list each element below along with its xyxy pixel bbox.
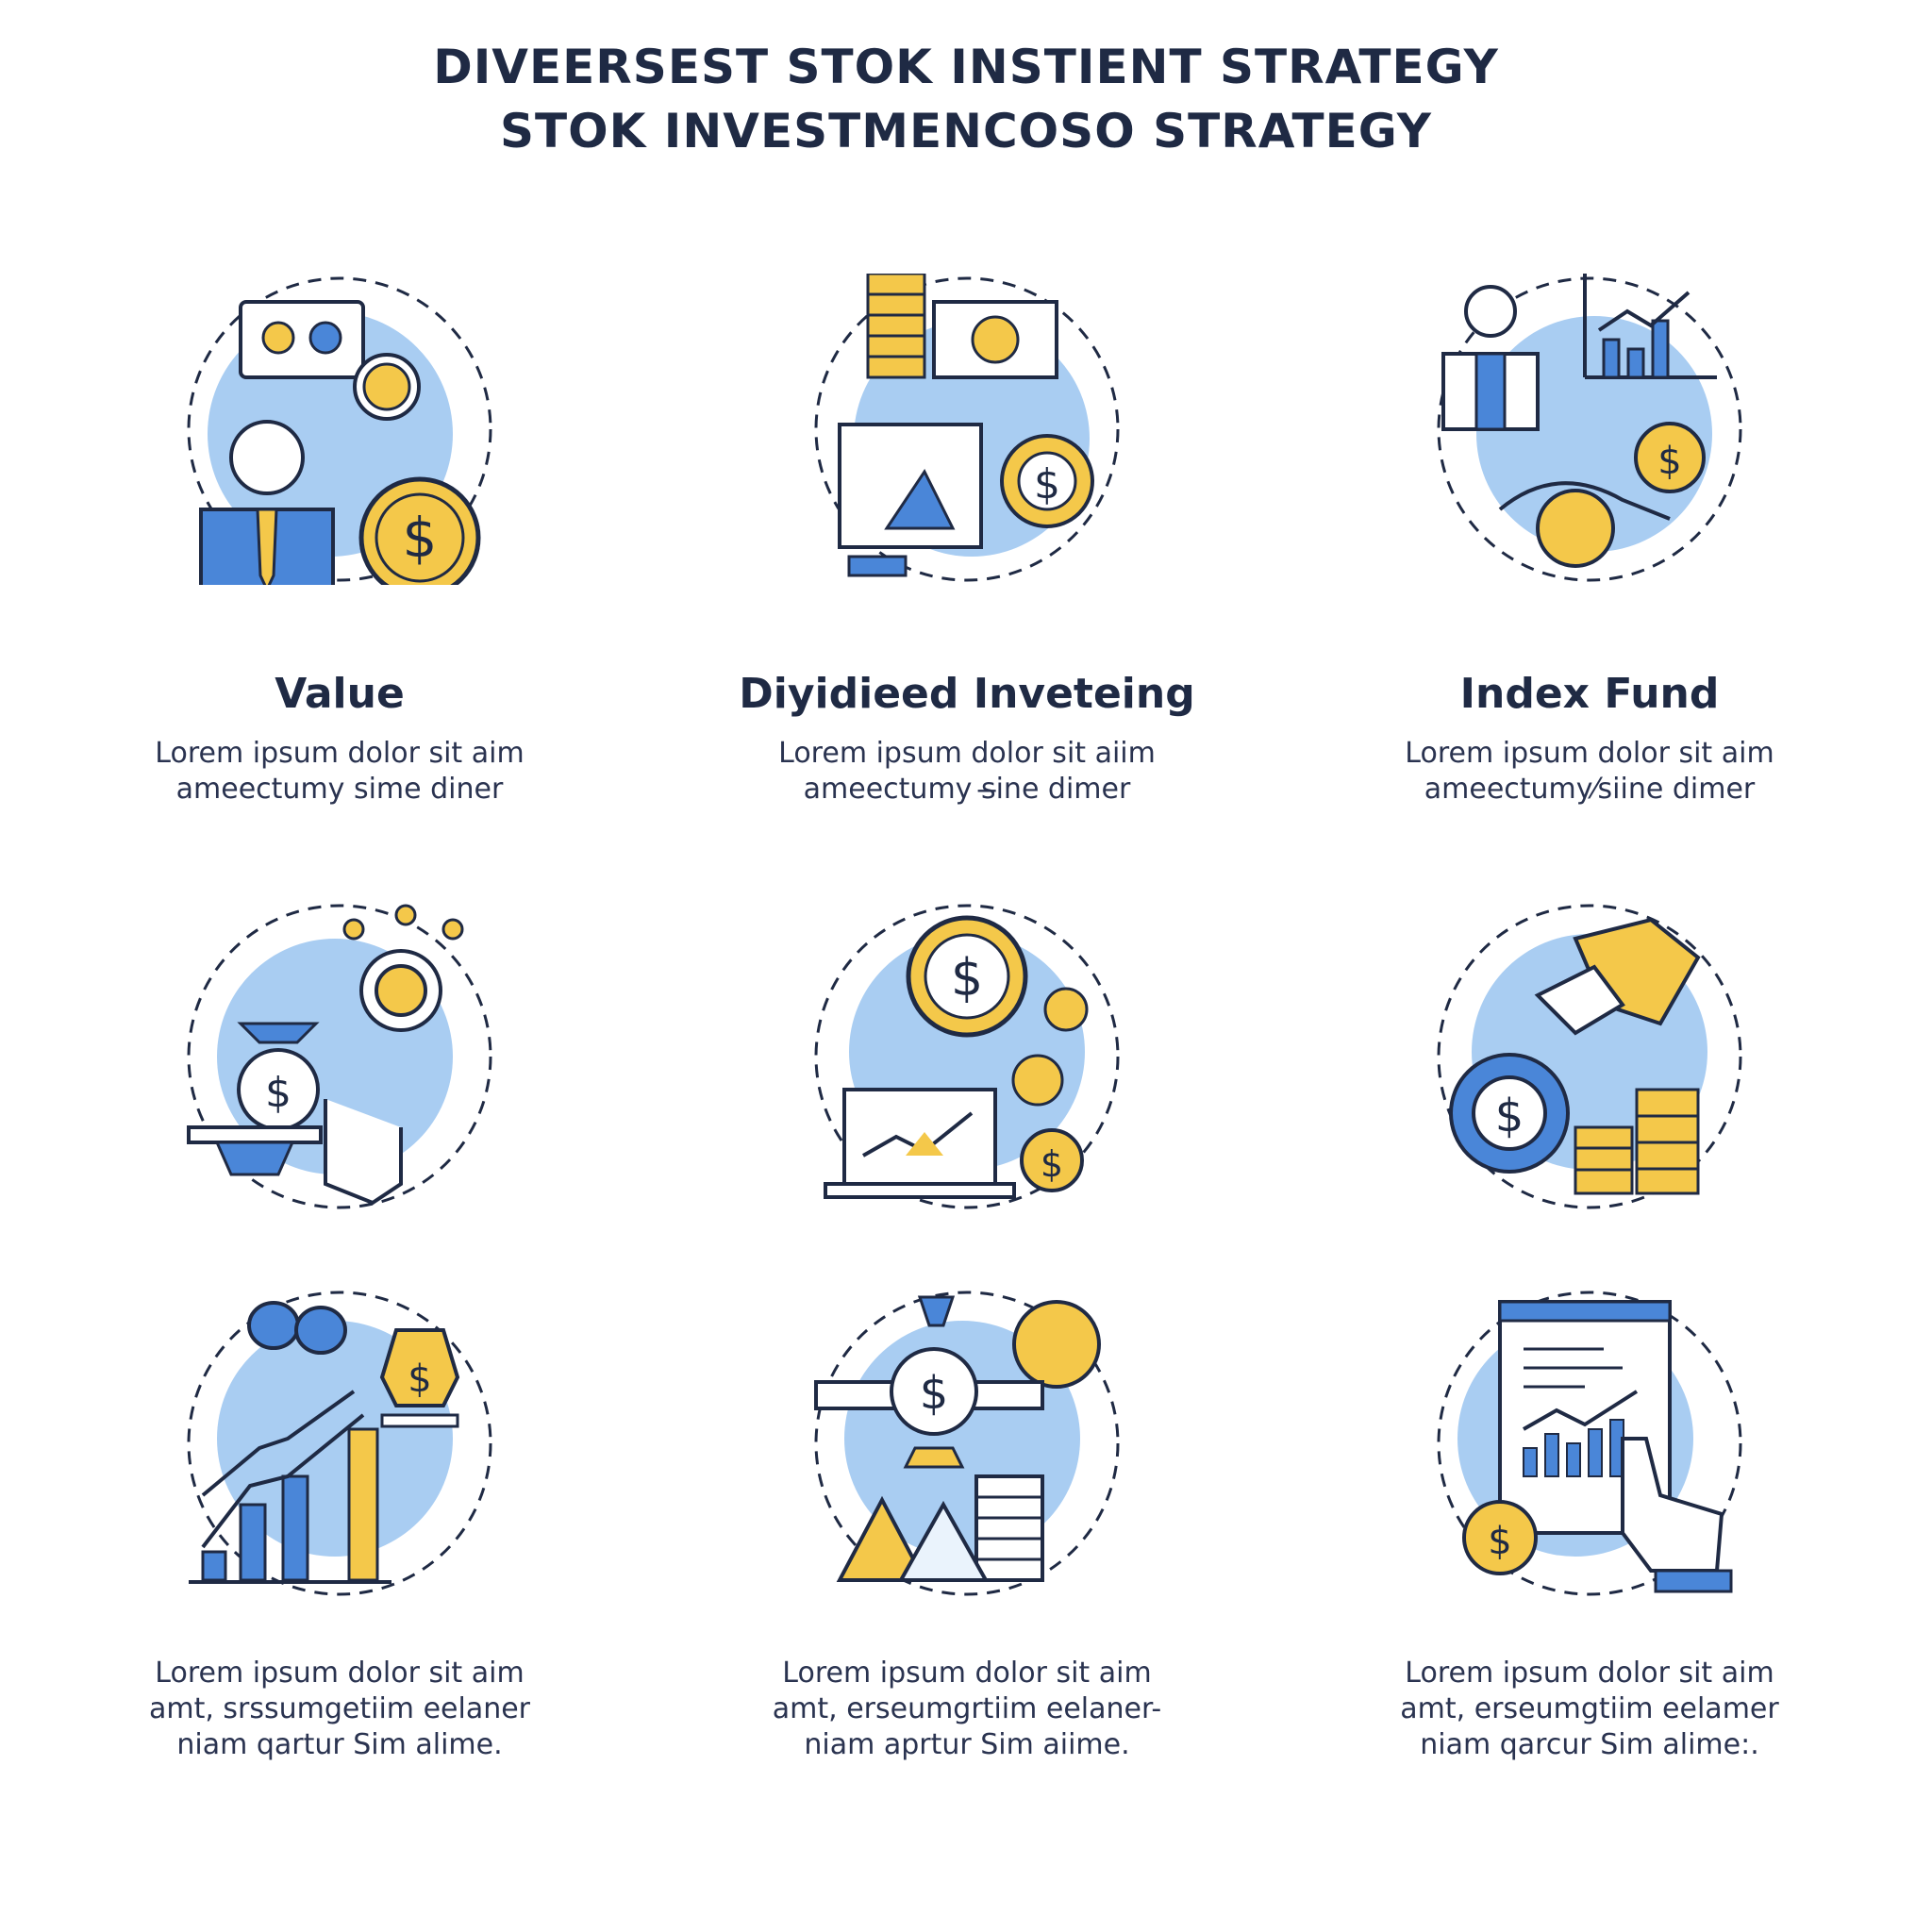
card-description: Lorem ipsum dolor sit aim amt, erseumgti… (1400, 1657, 1779, 1761)
index-fund-chart-icon: $ (1434, 274, 1745, 585)
svg-text:$: $ (920, 1367, 949, 1420)
strategy-card-7: $ Lorem ipsum dolor sit aim amt, srssumg… (28, 1288, 651, 1778)
handshake-gear-coins-icon: $ (1434, 901, 1745, 1212)
card-description: Lorem ipsum dolor sit aim ameectumy sime… (155, 737, 525, 806)
page-title-line-1: DIVEERSEST STOK INSTIENT STRATEGY (433, 40, 1499, 94)
strategy-card-dividend: $ Diyidieed Inveteing Lorem ipsum dolor … (656, 274, 1278, 821)
svg-text:$: $ (1034, 460, 1060, 508)
card-heading: Diyidieed Inveteing (739, 670, 1195, 718)
laptop-growth-coins-icon: $ $ (811, 901, 1123, 1212)
svg-text:$: $ (408, 1357, 431, 1401)
svg-text:$: $ (1657, 440, 1681, 483)
coin-balance-mountain-icon: $ (811, 1288, 1123, 1599)
card-description: Lorem ipsum dolor sit aim ameectumy⁄siin… (1405, 737, 1774, 806)
strategy-card-value: $ Value Lorem ipsum dolor sit aim ameect… (28, 274, 651, 821)
page-title-line-2: STOK INVESTMENCOSO STRATEGY (500, 104, 1432, 158)
strategy-card-index-fund: $ Index Fund Lorem ipsum dolor sit aim a… (1278, 274, 1901, 821)
strategy-card-6: $ (1278, 901, 1901, 1222)
card-description: Lorem ipsum dolor sit aiim ameectumy s̶i… (778, 737, 1156, 806)
svg-text:$: $ (1488, 1520, 1511, 1563)
bar-chart-growth-icon: $ (184, 1288, 495, 1599)
svg-text:$: $ (403, 506, 438, 570)
svg-text:$: $ (951, 948, 983, 1008)
strategy-card-4: $ (28, 901, 651, 1222)
report-touch-coin-icon: $ (1434, 1288, 1745, 1599)
svg-text:$: $ (1495, 1090, 1524, 1142)
card-heading: Value (275, 670, 405, 718)
strategy-card-5: $ $ (656, 901, 1278, 1222)
strategy-card-8: $ Lorem ipsum dolor sit aim amt, erseumg… (656, 1288, 1278, 1778)
value-businessman-icon: $ (184, 274, 495, 585)
dividend-coins-gear-icon: $ (811, 274, 1123, 585)
svg-text:$: $ (265, 1069, 291, 1117)
svg-text:$: $ (1041, 1143, 1063, 1185)
card-heading: Index Fund (1459, 670, 1720, 718)
strategy-card-9: $ Lorem ipsum dolor sit aim amt, erseumg… (1278, 1288, 1901, 1778)
card-description: Lorem ipsum dolor sit aim amt, srssumget… (148, 1657, 531, 1761)
card-description: Lorem ipsum dolor sit aim amt, erseumgrt… (772, 1657, 1162, 1761)
money-bag-target-icon: $ (184, 901, 495, 1212)
